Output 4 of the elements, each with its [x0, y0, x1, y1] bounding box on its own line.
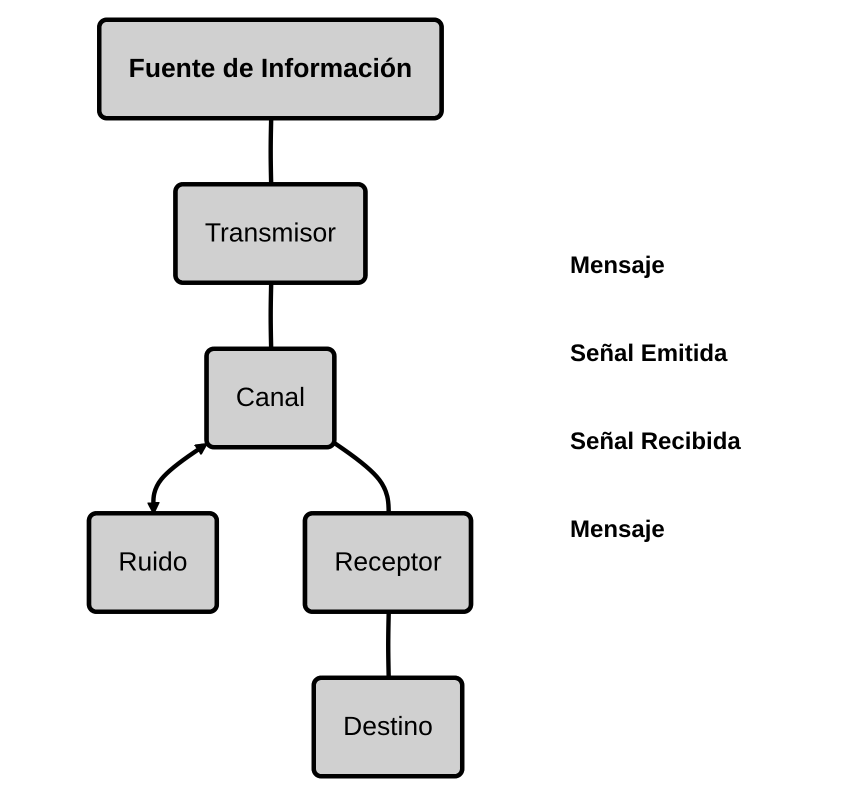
signal-label: Mensaje: [570, 516, 666, 544]
signal-label: Mensaje: [570, 252, 666, 280]
signal-label: Señal Emitida: [570, 340, 728, 368]
signal-label: Señal Recibida: [570, 428, 742, 456]
